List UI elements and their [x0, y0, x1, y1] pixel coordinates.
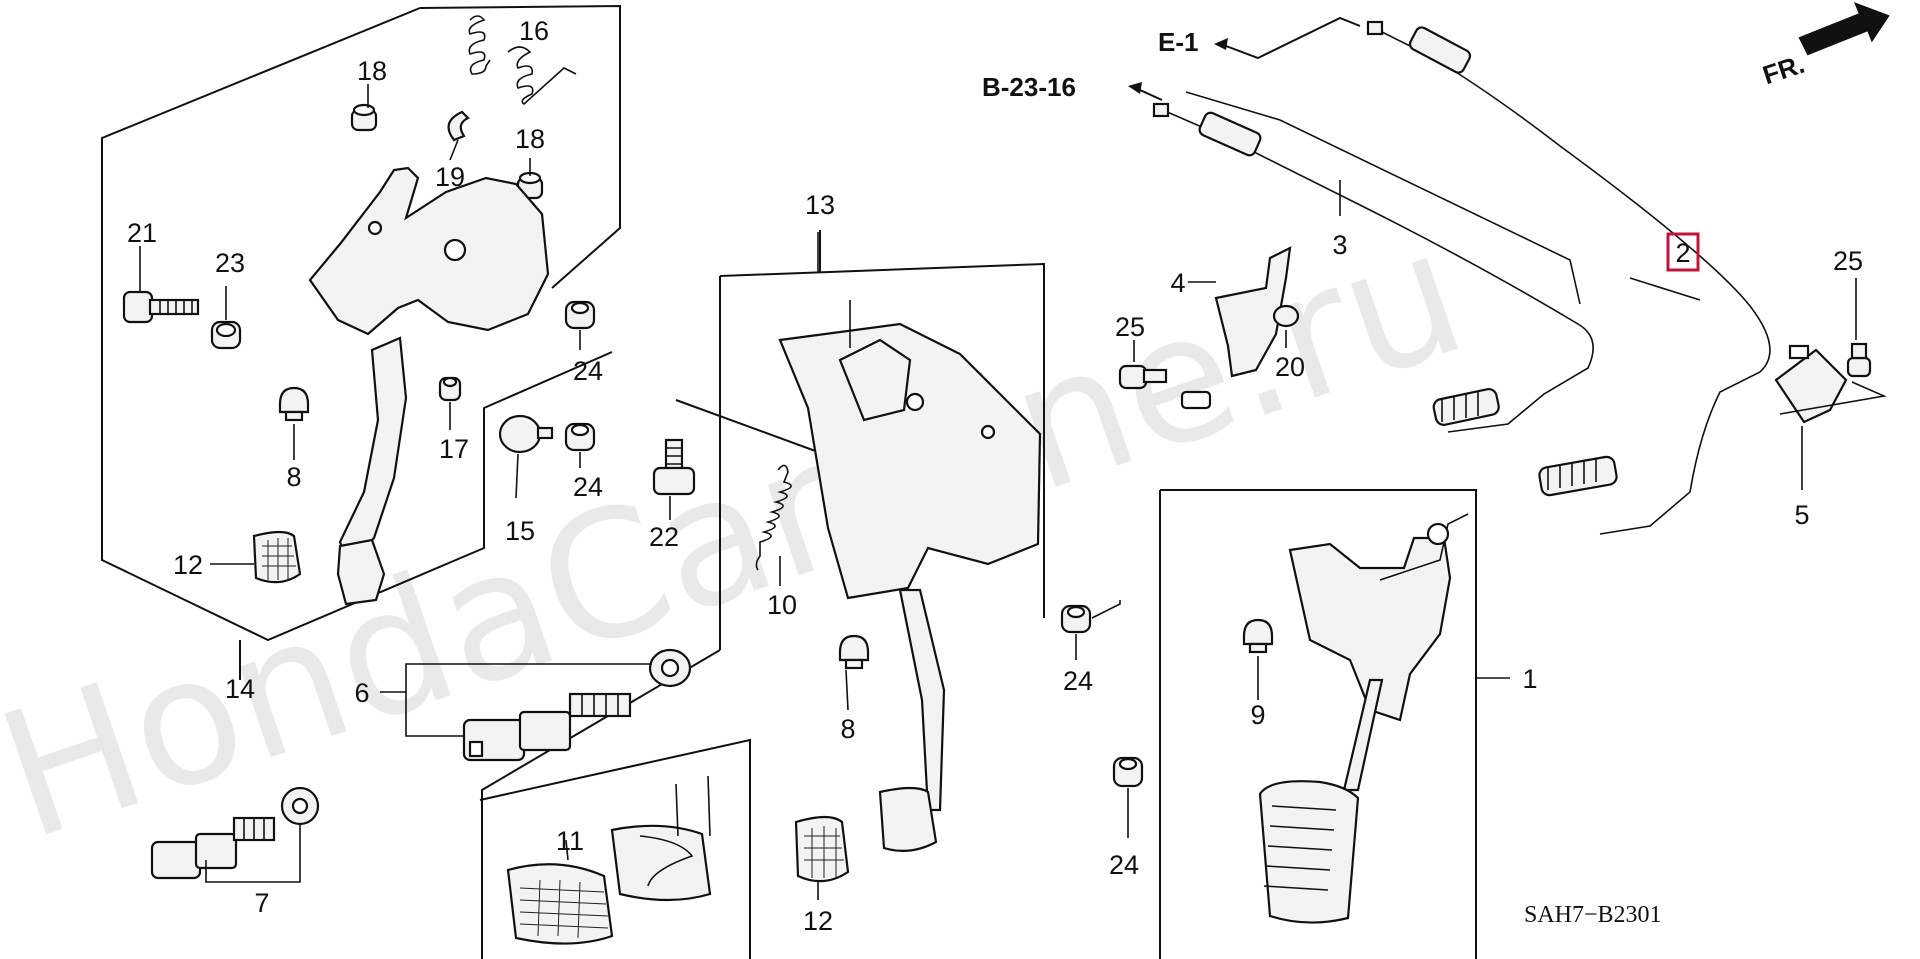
callout-21: 21	[127, 218, 157, 248]
return-spring-icon	[468, 15, 577, 106]
clip-nut-icon	[1272, 304, 1300, 328]
diagram-code: SAH7−B2301	[1524, 902, 1662, 928]
clip-icon	[447, 110, 470, 142]
callout-19: 19	[435, 162, 465, 192]
leaders-left	[139, 84, 581, 565]
cable-stay-bracket-icon	[1774, 344, 1848, 424]
lock-nut-icon	[438, 376, 462, 402]
flange-nut-icon	[1060, 604, 1144, 788]
callout-11: 11	[556, 826, 584, 856]
callout-24-c: 24	[1063, 666, 1093, 696]
callout-16: 16	[519, 16, 549, 46]
tension-spring-icon	[755, 464, 792, 571]
brake-pedal-icon	[778, 300, 1042, 853]
front-direction-arrow-icon	[1798, 2, 1890, 56]
callout-1: 1	[1522, 664, 1537, 694]
callout-8-left: 8	[286, 462, 301, 492]
pivot-bolt-icon	[652, 438, 696, 496]
callout-9: 9	[1250, 700, 1265, 730]
clutch-switch-icon	[150, 786, 320, 880]
throttle-cable-icon	[1366, 20, 1771, 535]
leaders-middle	[205, 232, 1129, 900]
leaders-right-upper	[1133, 278, 1887, 490]
pedal-pad-icon	[252, 530, 302, 584]
reference-e1: E-1	[1158, 27, 1198, 57]
callout-3: 3	[1332, 230, 1347, 260]
callout-17: 17	[439, 434, 469, 464]
nut-icon	[210, 320, 242, 350]
bolt-icon	[122, 290, 200, 324]
highlight-box	[1666, 232, 1700, 272]
callout-10: 10	[767, 590, 797, 620]
callout-2: 2	[1675, 238, 1690, 268]
callout-6: 6	[354, 678, 369, 708]
callout-15: 15	[505, 516, 535, 546]
reference-b2316: B-23-16	[982, 72, 1076, 102]
callout-24-b: 24	[573, 472, 603, 502]
callout-5: 5	[1794, 500, 1809, 530]
accelerator-pedal-group	[1159, 489, 1477, 959]
front-label: FR.	[1759, 49, 1808, 90]
accelerator-pedal-icon	[1258, 513, 1469, 924]
callout-18-left: 18	[357, 56, 387, 86]
pedal-pad-icon	[794, 815, 850, 883]
callout-25-left: 25	[1115, 312, 1145, 342]
callout-8-middle: 8	[840, 714, 855, 744]
callout-22: 22	[649, 522, 679, 552]
callout-13: 13	[805, 190, 835, 220]
callout-24-a: 24	[573, 356, 603, 386]
pedal-stopper-icon	[498, 414, 554, 454]
leaders-right-lower	[1257, 656, 1510, 700]
arrow-b2316-icon	[1128, 82, 1163, 101]
callout-12-middle: 12	[803, 906, 833, 936]
callout-23: 23	[215, 248, 245, 278]
callout-20: 20	[1275, 352, 1305, 382]
callout-4: 4	[1170, 268, 1185, 298]
callout-14: 14	[225, 674, 255, 704]
flange-nut-icon	[564, 300, 596, 452]
shift-cable-icon	[1152, 91, 1594, 433]
bushing-icon	[350, 103, 544, 200]
callout-24-d: 24	[1109, 850, 1139, 880]
callout-18-right: 18	[515, 124, 545, 154]
stopper-cushion-icon	[1242, 618, 1274, 654]
brake-light-switch-icon	[462, 692, 632, 762]
clutch-pedal-assembly-group	[101, 4, 621, 680]
stopper-cushion-icon	[278, 386, 310, 422]
arrow-e1-icon	[1214, 16, 1361, 60]
callout-25-right: 25	[1833, 246, 1863, 276]
brake-pad-cover-icon	[506, 775, 712, 945]
clip-nut-icon	[648, 648, 692, 688]
clutch-pedal-icon	[308, 166, 550, 606]
stopper-cushion-icon	[838, 634, 870, 670]
callout-7: 7	[254, 888, 269, 918]
brake-pedal-assembly-group	[479, 230, 1045, 959]
bracket-bolt-icon	[1118, 342, 1872, 390]
callout-12-left: 12	[173, 550, 203, 580]
